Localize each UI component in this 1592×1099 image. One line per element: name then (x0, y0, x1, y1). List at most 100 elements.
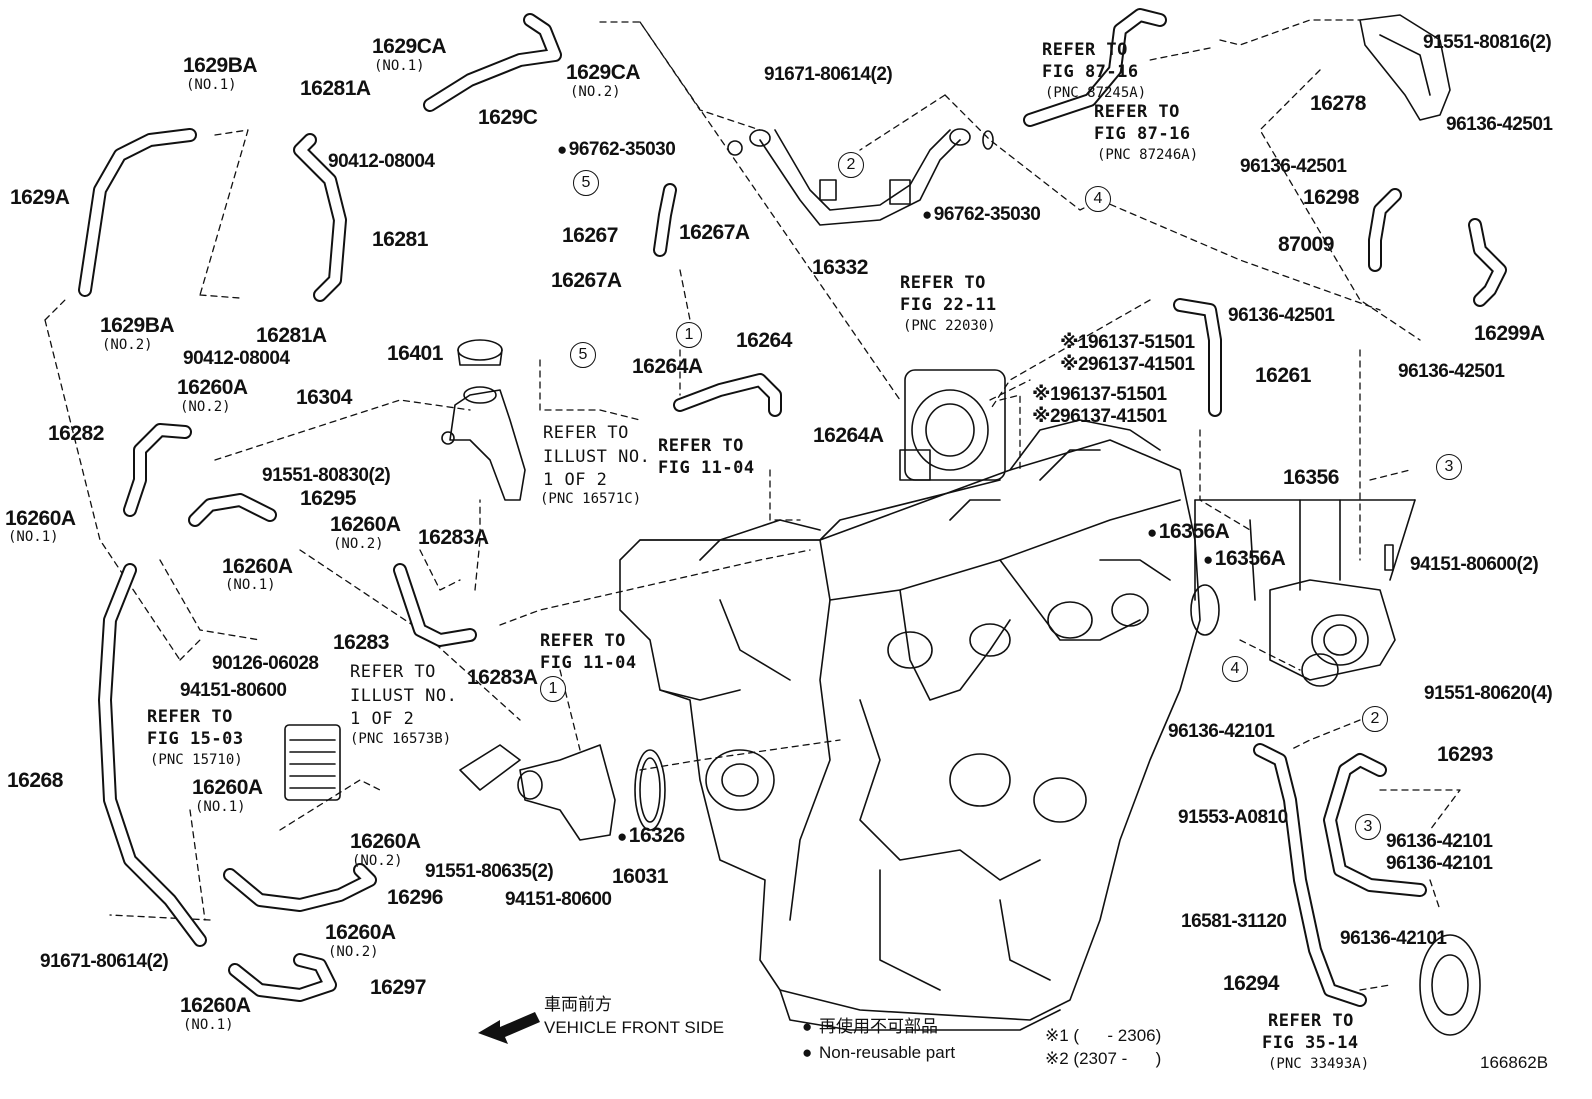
part-sub-label: (NO.2) (570, 84, 621, 100)
part-label[interactable]: 16267A (551, 269, 622, 292)
part-label[interactable]: 1629C (478, 106, 538, 129)
diagram-id: 166862B (1480, 1053, 1549, 1072)
part-label[interactable]: 91553-A0810 (1178, 807, 1288, 828)
part-label[interactable]: 16260A (350, 830, 421, 853)
part-label[interactable]: 96136-42101 (1386, 853, 1493, 874)
part-label[interactable]: 16283 (333, 631, 389, 654)
part-label[interactable]: 16296 (387, 886, 443, 909)
refer-to-fig[interactable]: FIG 11-04 (540, 653, 637, 673)
part-label[interactable]: 16298 (1303, 186, 1359, 209)
refer-to-fig[interactable]: FIG 35-14 (1262, 1033, 1359, 1053)
part-label[interactable]: 91551-80620(4) (1424, 683, 1553, 704)
refer-to-label[interactable]: REFER TO (900, 273, 986, 293)
refer-to-label[interactable]: REFER TO (1094, 102, 1180, 122)
part-label[interactable]: 16260A (325, 921, 396, 944)
refer-to-fig[interactable]: FIG 15-03 (147, 729, 244, 749)
part-label[interactable]: 96136-42501 (1446, 114, 1553, 135)
part-label[interactable]: 1629CA (372, 35, 447, 58)
part-label[interactable]: 16260A (192, 776, 263, 799)
water-inlet-16356 (1190, 499, 1416, 687)
part-number: 96762-35030 (568, 139, 676, 160)
part-label[interactable]: 16356A (1203, 547, 1286, 570)
part-label[interactable]: 16294 (1223, 972, 1279, 995)
part-label[interactable]: ※196137-51501 (1032, 385, 1167, 404)
part-label[interactable]: 96136-42101 (1168, 721, 1275, 742)
part-label[interactable]: 91671-80614(2) (40, 951, 169, 972)
part-label[interactable]: 96762-35030 (922, 204, 1041, 225)
part-label[interactable]: 16261 (1255, 364, 1311, 387)
part-label[interactable]: 96136-42501 (1240, 156, 1347, 177)
part-label[interactable]: 91551-80635(2) (425, 861, 554, 882)
part-label[interactable]: 90126-06028 (212, 653, 319, 674)
part-label[interactable]: 1629CA (566, 61, 641, 84)
part-label[interactable]: 91671-80614(2) (764, 64, 893, 85)
part-label[interactable]: 91551-80830(2) (262, 465, 391, 486)
part-label[interactable]: 16260A (180, 994, 251, 1017)
part-label[interactable]: 96136-42501 (1228, 305, 1335, 326)
part-label[interactable]: 1629A (10, 186, 70, 209)
refer-to-label[interactable]: REFER TO (1268, 1011, 1354, 1031)
part-label[interactable]: 1629BA (183, 54, 258, 77)
part-label[interactable]: ※296137-41501 (1032, 407, 1167, 426)
engine-block-drawing (619, 419, 1201, 1031)
part-label[interactable]: 87009 (1278, 233, 1334, 256)
part-label[interactable]: 90412-08004 (328, 151, 435, 172)
part-label[interactable]: 16278 (1310, 92, 1366, 115)
part-label[interactable]: 96136-42101 (1386, 831, 1493, 852)
refer-to-pnc: (PNC 15710) (150, 752, 243, 768)
part-label[interactable]: 16293 (1437, 743, 1493, 766)
part-label[interactable]: 16283A (467, 666, 538, 689)
part-label[interactable]: 96136-42101 (1340, 928, 1447, 949)
part-label[interactable]: 16267 (562, 224, 618, 247)
part-label[interactable]: 1629BA (100, 314, 175, 337)
refer-to-label[interactable]: REFER TO (147, 707, 233, 727)
refer-to-label[interactable]: REFER TO (350, 662, 436, 682)
part-label[interactable]: 16264 (736, 329, 792, 352)
part-label[interactable]: 16264A (813, 424, 884, 447)
part-label[interactable]: 16268 (7, 769, 63, 792)
part-label[interactable]: 90412-08004 (183, 348, 290, 369)
part-label[interactable]: 16332 (812, 256, 868, 279)
refer-to-fig[interactable]: FIG 11-04 (658, 458, 755, 478)
refer-to-fig[interactable]: FIG 87-16 (1094, 124, 1191, 144)
part-label[interactable]: 16283A (418, 526, 489, 549)
part-label[interactable]: 16295 (300, 487, 356, 510)
part-label[interactable]: 16260A (177, 376, 248, 399)
part-label[interactable]: 16281A (256, 324, 327, 347)
part-label[interactable]: 16581-31120 (1181, 911, 1287, 932)
part-label[interactable]: 94151-80600 (180, 680, 287, 701)
part-label[interactable]: 94151-80600 (505, 889, 612, 910)
part-label[interactable]: 16401 (387, 342, 443, 365)
part-label[interactable]: 16297 (370, 976, 426, 999)
part-label[interactable]: 16299A (1474, 322, 1545, 345)
part-label[interactable]: 16281A (300, 77, 371, 100)
part-label[interactable]: ※296137-41501 (1060, 355, 1195, 374)
part-label[interactable]: 16267A (679, 221, 750, 244)
part-label[interactable]: 16031 (612, 865, 668, 888)
part-label[interactable]: 16356 (1283, 466, 1339, 489)
part-label[interactable]: 94151-80600(2) (1410, 554, 1539, 575)
part-label[interactable]: 96136-42501 (1398, 361, 1505, 382)
part-label[interactable]: 16356A (1147, 520, 1230, 543)
refer-to-fig[interactable]: FIG 22-11 (900, 295, 997, 315)
refer-to-label[interactable]: REFER TO (543, 423, 629, 443)
refer-to-label[interactable]: REFER TO (1042, 40, 1128, 60)
refer-to-label[interactable]: REFER TO (540, 631, 626, 651)
part-label[interactable]: 96762-35030 (557, 139, 676, 160)
legend-nonreusable-jp: 再使用不可部品 (802, 1017, 938, 1036)
part-label[interactable]: 16264A (632, 355, 703, 378)
part-label[interactable]: ※196137-51501 (1060, 333, 1195, 352)
part-label[interactable]: 16326 (617, 824, 685, 847)
part-label[interactable]: 16260A (5, 507, 76, 530)
part-label[interactable]: 16304 (296, 386, 352, 409)
refer-to-illust[interactable]: ILLUST NO. (350, 686, 458, 706)
part-label[interactable]: 16282 (48, 422, 104, 445)
part-label[interactable]: 91551-80816(2) (1423, 32, 1552, 53)
part-label[interactable]: 16260A (222, 555, 293, 578)
part-label[interactable]: 16281 (372, 228, 428, 251)
refer-to-fig[interactable]: FIG 87-16 (1042, 62, 1139, 82)
refer-to-label[interactable]: REFER TO (658, 436, 744, 456)
refer-to-illust[interactable]: ILLUST NO. (543, 447, 651, 467)
part-sub-label: (NO.2) (333, 536, 384, 552)
part-label[interactable]: 16260A (330, 513, 401, 536)
